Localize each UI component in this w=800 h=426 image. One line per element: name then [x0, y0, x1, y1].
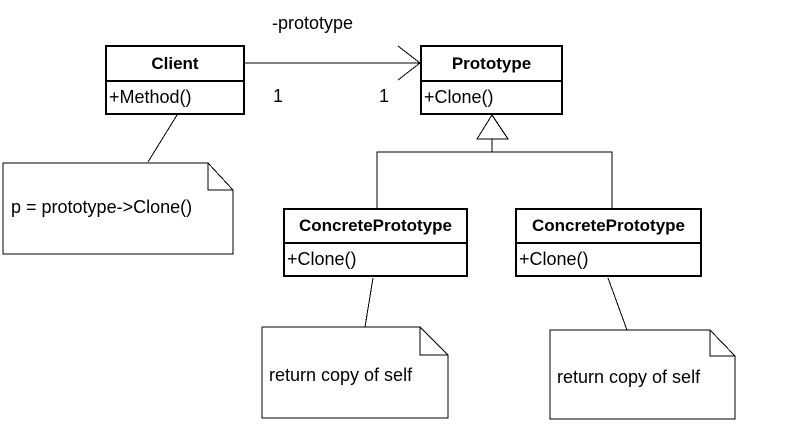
class-box-client: Client +Method()	[105, 45, 245, 115]
note-fold-icon	[709, 330, 735, 357]
generalization-lines	[376, 139, 613, 208]
class-name-prototype: Prototype	[422, 47, 561, 82]
class-name-concrete-prototype-2: ConcretePrototype	[517, 210, 700, 244]
note-shape-concrete2	[549, 329, 736, 420]
note-fold-icon	[207, 163, 233, 191]
concrete1-note-connector	[364, 277, 374, 328]
class-method-concrete-prototype-2: +Clone()	[519, 249, 589, 269]
class-name-client: Client	[107, 47, 243, 82]
note-shape-concrete1	[261, 326, 449, 419]
generalization-triangle-icon	[476, 114, 509, 140]
class-box-concrete-prototype-1: ConcretePrototype +Clone()	[283, 208, 468, 277]
client-note-connector	[147, 114, 178, 163]
class-name-concrete-prototype-1: ConcretePrototype	[285, 210, 466, 244]
association-role-label: -prototype	[272, 13, 354, 33]
class-box-concrete-prototype-2: ConcretePrototype +Clone()	[515, 208, 702, 277]
note-fold-icon	[419, 327, 448, 356]
multiplicity-prototype-end: 1	[379, 86, 390, 106]
class-method-client: +Method()	[109, 87, 192, 107]
class-method-prototype: +Clone()	[424, 87, 494, 107]
note-text-concrete-prototype-2: return copy of self	[557, 367, 701, 387]
class-box-prototype: Prototype +Clone()	[420, 45, 563, 115]
note-text-concrete-prototype-1: return copy of self	[269, 365, 413, 385]
note-shape-client	[2, 162, 234, 255]
multiplicity-client-end: 1	[273, 86, 284, 106]
class-method-concrete-prototype-1: +Clone()	[287, 249, 357, 269]
concrete2-note-connector	[607, 277, 628, 331]
note-text-client: p = prototype->Clone()	[11, 197, 193, 217]
